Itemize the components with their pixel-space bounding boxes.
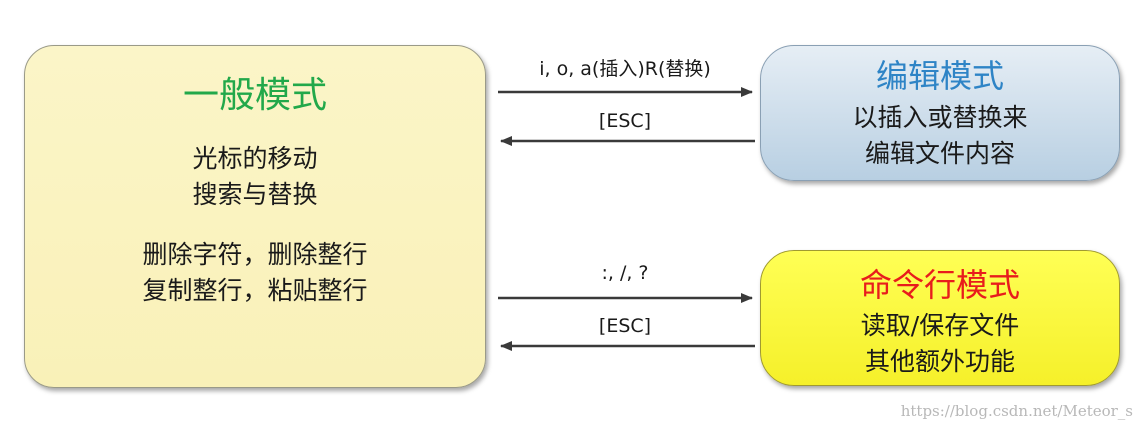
edit-mode-box: 编辑模式 以插入或替换来 编辑文件内容	[760, 45, 1120, 181]
arrow-label-from-edit: [ESC]	[598, 110, 652, 132]
edit-mode-line-1: 以插入或替换来	[852, 103, 1028, 132]
watermark: https://blog.csdn.net/Meteor_s	[900, 402, 1133, 420]
normal-mode-title: 一般模式	[182, 75, 327, 116]
arrow-label-from-command: [ESC]	[598, 315, 652, 337]
command-mode-box: 命令行模式 读取/保存文件 其他额外功能	[760, 250, 1120, 386]
normal-mode-line-4: 复制整行，粘贴整行	[142, 276, 368, 305]
normal-mode-line-1: 光标的移动	[192, 144, 318, 173]
normal-mode-box: 一般模式 光标的移动 搜索与替换 删除字符，删除整行 复制整行，粘贴整行	[24, 45, 486, 388]
normal-mode-line-3: 删除字符，删除整行	[142, 240, 368, 269]
arrow-label-to-edit: i, o, a(插入)R(替换)	[539, 58, 711, 80]
command-mode-line-2: 其他额外功能	[864, 347, 1015, 376]
edit-mode-title: 编辑模式	[875, 57, 1004, 95]
command-mode-line-1: 读取/保存文件	[860, 311, 1020, 340]
command-mode-title: 命令行模式	[859, 266, 1020, 304]
arrow-label-to-command: :, /, ?	[601, 262, 649, 284]
edit-mode-line-2: 编辑文件内容	[864, 139, 1015, 168]
normal-mode-line-2: 搜索与替换	[192, 180, 318, 209]
